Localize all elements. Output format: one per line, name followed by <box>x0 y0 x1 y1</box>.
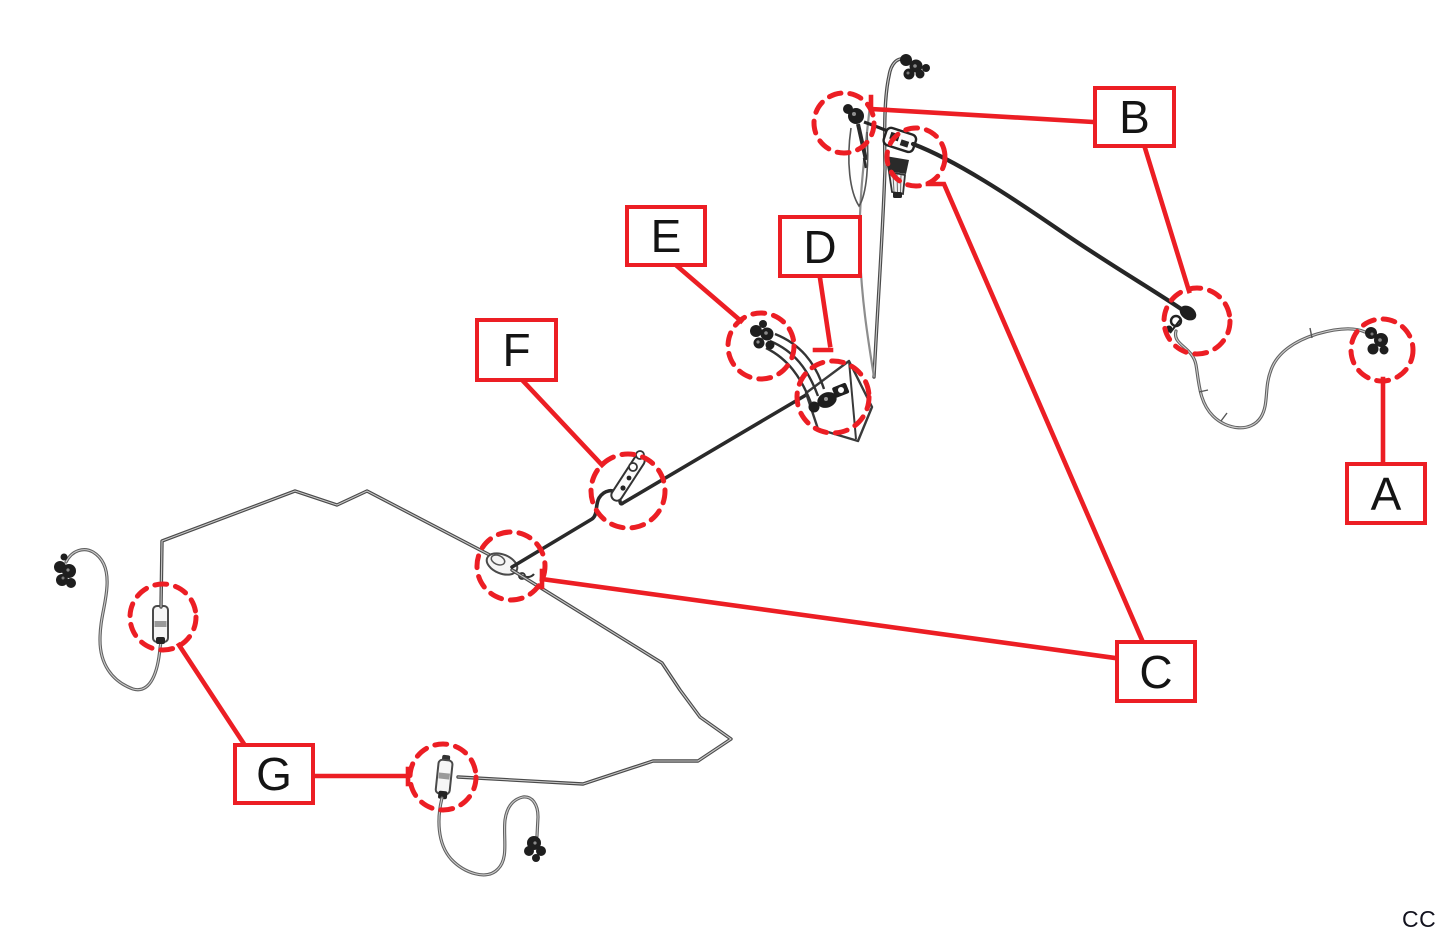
diagonal-brake-pipe <box>510 393 808 569</box>
hose-fitting-e <box>750 320 775 350</box>
callout-label-c: C <box>1139 645 1173 698</box>
callout-box-e[interactable]: E <box>625 205 707 267</box>
callout-leader-lines <box>175 94 1386 787</box>
bottom-flex-hose <box>437 795 546 877</box>
leader-line-c-2 <box>539 576 1118 661</box>
callout-label-a: A <box>1370 467 1402 520</box>
callout-circles <box>127 90 1416 813</box>
junction-block-c <box>882 126 918 198</box>
main-brake-pipe-left <box>159 489 509 609</box>
main-brake-pipe-lower-loop <box>456 568 733 786</box>
callout-circle-c-mid <box>474 529 548 603</box>
leader-line-d <box>817 275 833 348</box>
callout-circle-c-top <box>884 125 948 189</box>
callout-circle-d <box>794 358 872 436</box>
callout-label-e: E <box>650 210 682 262</box>
callout-circle-e <box>725 310 797 382</box>
callout-box-a[interactable]: A <box>1345 462 1427 525</box>
callout-label-b: B <box>1119 91 1150 143</box>
left-flex-hose <box>54 548 163 692</box>
callout-circle-b-elbow <box>1161 285 1233 357</box>
callout-label-g: G <box>256 748 292 800</box>
left-hose-end-fitting <box>54 553 76 588</box>
middle-union-connector <box>485 552 535 580</box>
top-tube-end-fitting <box>900 54 930 80</box>
bottom-pipe-hose-connector <box>434 754 454 800</box>
leader-line-b-1 <box>868 94 1096 125</box>
right-hose-end-fitting-a <box>1365 327 1389 355</box>
bottom-hose-end-fitting <box>524 836 546 862</box>
right-flex-hose <box>1173 327 1389 430</box>
callout-label-d: D <box>803 220 837 273</box>
callout-box-f[interactable]: F <box>475 318 558 382</box>
left-pipe-hose-connector <box>152 605 169 644</box>
callout-circle-f <box>588 451 668 531</box>
callout-box-c[interactable]: C <box>1115 640 1197 703</box>
callout-box-g[interactable]: G <box>233 743 315 805</box>
triple-hose-e <box>750 320 826 404</box>
leader-line-g-1 <box>175 641 248 748</box>
leader-line-b-2 <box>1142 145 1192 294</box>
callout-circle-b <box>811 90 877 156</box>
callout-label-f: F <box>502 324 531 376</box>
callout-circle-g-left <box>127 581 199 653</box>
leader-line-c-1 <box>925 181 1146 644</box>
callout-box-b[interactable]: B <box>1093 86 1176 148</box>
page-code: CC <box>1402 906 1437 932</box>
dark-hose-right <box>910 141 1197 334</box>
elbow-fitting-right <box>1165 305 1197 334</box>
callout-box-d[interactable]: D <box>778 215 862 278</box>
leader-line-f <box>520 378 606 469</box>
leader-line-e <box>673 262 745 325</box>
